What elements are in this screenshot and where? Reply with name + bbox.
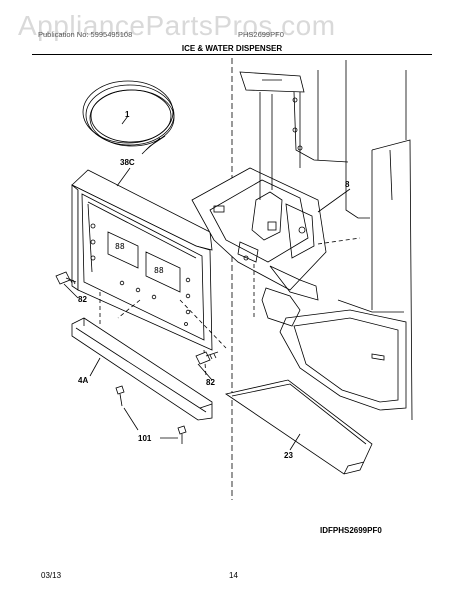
leader-82a [63,283,79,299]
left-display [107,231,139,269]
part-4a-trim [71,317,213,421]
part-82-screw-right [195,351,219,365]
part-38c-control-panel [71,169,213,351]
callout-82-left: 82 [78,295,87,304]
part-101-screw-a [115,385,125,407]
leader-8 [317,188,351,213]
callout-1: 1 [125,110,130,119]
cabinet-cavity [239,60,413,421]
callout-82-right: 82 [206,378,215,387]
left-display-digits: 88 [115,242,125,251]
page-number: 14 [229,571,238,580]
footer-date: 03/13 [41,571,62,580]
part-1-tubing-coil [82,80,175,155]
header-rule [32,54,432,55]
leader-82b [197,363,213,381]
guide-6 [117,299,141,319]
watermark: AppliancePartsPros.com [18,10,336,41]
leader-23 [289,433,301,451]
figure-id: IDFPHS2699PF0 [320,526,382,535]
part-82-screw-left [55,271,77,285]
right-display-digits: 88 [154,266,164,275]
callout-23: 23 [284,451,293,460]
model-number: PHS2699PF0 [238,30,284,39]
callout-8: 8 [345,180,350,189]
page-title: ICE & WATER DISPENSER [181,44,283,53]
guide-4 [203,349,207,377]
leader-4a [89,357,101,377]
part-8-dispenser-assembly [191,167,327,327]
leader-1 [121,115,129,125]
guide-2 [317,237,361,245]
leader-101a [123,407,139,431]
part-23-drip-tray [225,379,373,475]
callout-101: 101 [138,434,152,443]
leader-38c [116,167,131,187]
right-display [145,251,181,293]
publication-number: Publication No: 5995495108 [38,30,133,39]
callout-4a: 4A [78,376,89,385]
part-101-screw-b [177,425,187,444]
callout-38c: 38C [120,158,135,167]
